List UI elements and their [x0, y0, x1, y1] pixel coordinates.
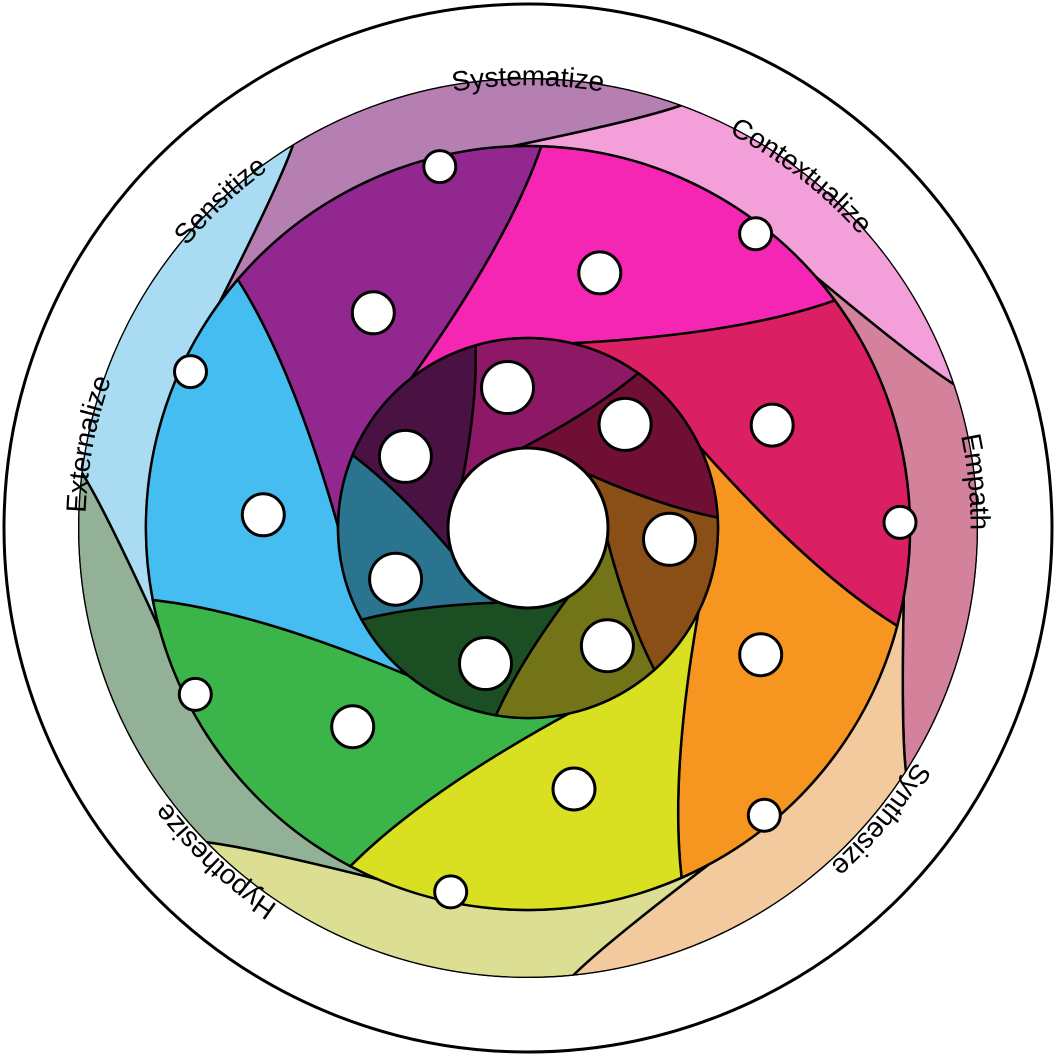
node-synthesize-outer [433, 874, 469, 910]
node-synthesize-inner [579, 618, 635, 674]
node-contextualize-inner [597, 396, 653, 452]
center-hub [446, 446, 610, 610]
node-externalize-middle [240, 492, 286, 538]
node-contextualize-middle [749, 402, 795, 448]
node-sensitize-middle [350, 290, 396, 336]
node-sensitize-inner [377, 428, 433, 484]
node-externalize-inner [368, 551, 424, 607]
node-empathize-middle [738, 632, 784, 678]
node-externalize-outer [173, 354, 208, 390]
node-empathize-outer [746, 797, 782, 833]
node-contextualize-outer [882, 504, 918, 540]
node-synthesize-middle [551, 766, 597, 812]
node-systematize-inner [480, 360, 535, 415]
node-empathize-inner [642, 511, 697, 567]
node-systematize-middle [577, 250, 623, 296]
node-hypothesize-middle [330, 704, 376, 750]
node-layer [173, 149, 918, 910]
node-hypothesize-outer [177, 676, 213, 712]
node-systematize-outer [738, 216, 774, 252]
node-hypothesize-inner [458, 636, 513, 691]
node-sensitize-outer [422, 149, 458, 185]
